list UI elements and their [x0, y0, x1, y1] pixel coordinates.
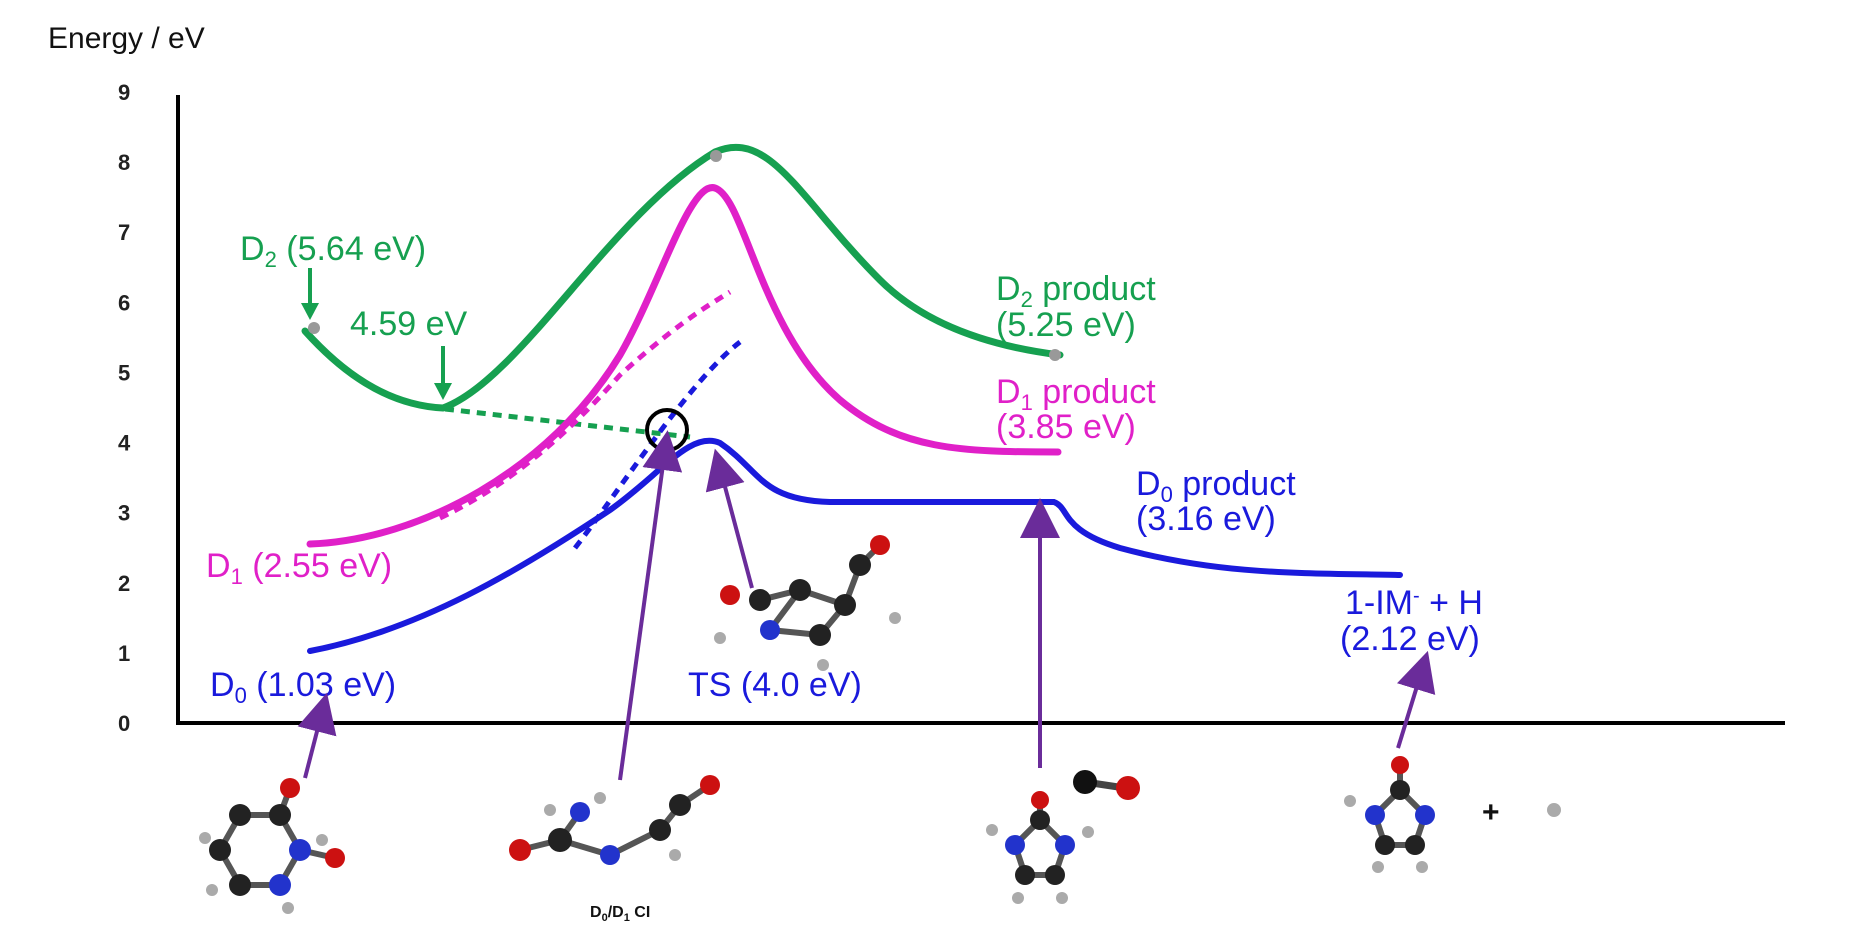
d0-product-value: (3.16 eV) — [1136, 500, 1276, 538]
y-tick-label: 5 — [118, 360, 130, 385]
d0-product-label: D0 product — [1136, 465, 1296, 507]
d1-start-label: D1 (2.55 eV) — [206, 547, 392, 589]
d2-product-value: (5.25 eV) — [996, 306, 1136, 344]
y-tick-label: 4 — [118, 431, 131, 456]
d2-product-label: D2 product — [996, 270, 1156, 312]
ts-label: TS (4.0 eV) — [688, 666, 862, 704]
molecule-dissociation-image — [1344, 756, 1435, 873]
dissociation-label: 1-IM- + H — [1345, 584, 1483, 622]
molecule-d0-product-image — [986, 770, 1140, 904]
series-d0-curve — [307, 437, 1403, 654]
y-axis-label: Energy / eV — [48, 22, 205, 55]
series-d1-curve — [306, 184, 1062, 548]
d2-start-arrow — [301, 268, 319, 320]
series-d1-dashed — [438, 289, 732, 521]
y-tick-label: 9 — [118, 80, 130, 105]
d2-min-arrow — [434, 346, 452, 400]
molecule-ts-image — [714, 535, 901, 671]
y-tick-label: 1 — [118, 641, 130, 666]
d1-product-label: D1 product — [996, 373, 1156, 415]
y-tick-label: 8 — [118, 150, 130, 175]
d0-start-label: D0 (1.03 eV) — [210, 666, 396, 708]
y-tick-label: 0 — [118, 711, 130, 736]
d2-start-label: D2 (5.64 eV) — [240, 230, 426, 272]
molecule-ci-image — [509, 775, 720, 865]
hydrogen-atom — [1547, 803, 1561, 817]
d2-start-marker — [308, 322, 320, 334]
molecule-uracil-image — [199, 778, 345, 914]
y-tick-label: 3 — [118, 501, 130, 526]
d1-product-value: (3.85 eV) — [996, 408, 1136, 446]
d2-product-marker — [1049, 349, 1061, 361]
y-tick-label: 6 — [118, 290, 130, 315]
arrow-ts — [705, 448, 754, 589]
arrow-reactant — [297, 692, 337, 779]
series-d2-curve — [301, 143, 1064, 412]
arrow-dissociation — [1396, 650, 1436, 749]
y-tick-label: 7 — [118, 220, 130, 245]
dissociation-value: (2.12 eV) — [1340, 620, 1480, 658]
y-tick-label: 2 — [118, 571, 130, 596]
y-tick-labels: 0 1 2 3 4 5 6 7 8 9 — [118, 80, 131, 736]
ci-caption: D0/D1 CI — [590, 904, 650, 924]
d2-min-label: 4.59 eV — [350, 305, 468, 343]
ci-circle — [645, 408, 689, 452]
d2-peak-marker — [710, 150, 722, 162]
arrow-ci — [618, 430, 683, 781]
plus-sign: + — [1482, 796, 1500, 829]
